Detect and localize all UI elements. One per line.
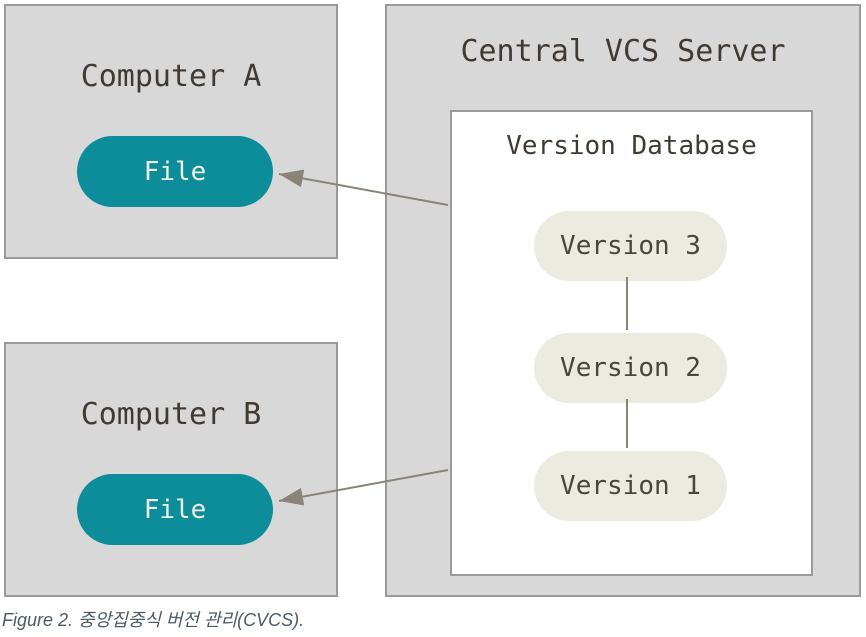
version-database-title: Version Database bbox=[506, 131, 757, 161]
central-vcs-server-box: Central VCS Server Version Database Vers… bbox=[385, 4, 861, 597]
version-3-pill: Version 3 bbox=[534, 211, 727, 281]
version-2-pill: Version 2 bbox=[534, 333, 727, 403]
version-database-box: Version Database Version 3 Version 2 Ver… bbox=[450, 110, 813, 576]
figure-caption: Figure 2. 중앙집중식 버전 관리(CVCS). bbox=[2, 610, 305, 630]
computer-b-title: Computer B bbox=[80, 397, 262, 432]
computer-a-file-pill: File bbox=[77, 136, 273, 207]
central-vcs-server-title: Central VCS Server bbox=[460, 34, 786, 69]
computer-a-box: Computer A File bbox=[4, 4, 338, 259]
computer-a-title: Computer A bbox=[80, 59, 262, 94]
version-1-pill: Version 1 bbox=[534, 451, 727, 521]
computer-b-box: Computer B File bbox=[4, 342, 338, 597]
computer-b-file-pill: File bbox=[77, 474, 273, 545]
